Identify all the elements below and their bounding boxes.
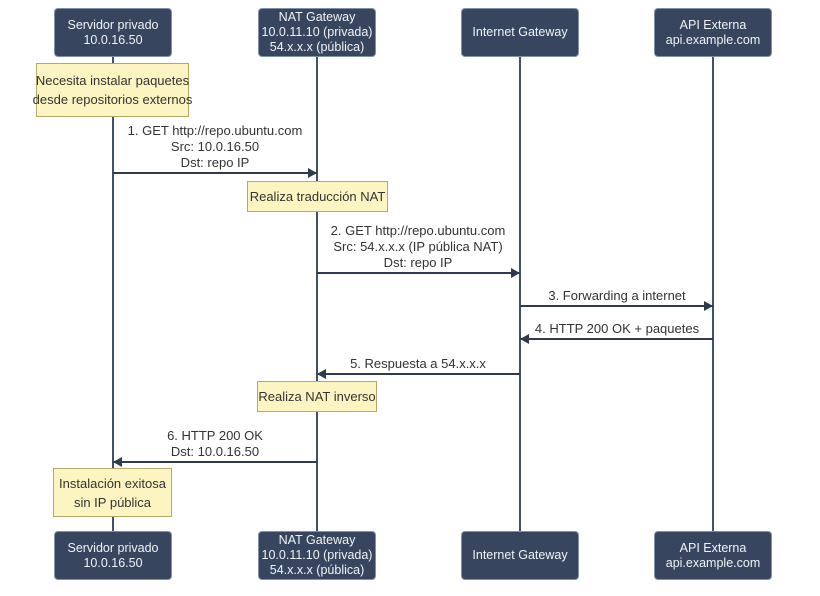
actor-label-line-2: 10.0.11.10 (privada)	[261, 25, 373, 39]
actor-label-line-1: Internet Gateway	[472, 548, 568, 562]
message-3-label: 3. Forwarding a internet	[548, 288, 685, 304]
actor-label-line-3: 54.x.x.x (pública)	[269, 40, 365, 54]
actor-top-internet-gateway: Internet Gateway	[461, 8, 579, 57]
message-6-arrow	[113, 457, 317, 467]
actor-label-line-2: api.example.com	[665, 555, 761, 570]
note-text-line-1: Instalación exitosa	[59, 475, 166, 491]
message-1-line-3: Dst: repo IP	[180, 155, 250, 170]
lifeline-servidor-privado	[112, 57, 114, 532]
message-6-line-2: Dst: 10.0.16.50	[170, 444, 260, 459]
note-text-line-2: desde repositorios externos	[32, 92, 193, 107]
actor-label-line-1: Servidor privado	[67, 17, 159, 32]
actor-label-line-1: API Externa	[679, 17, 747, 32]
note-instalacion-exitosa: Instalación exitosa sin IP pública	[53, 468, 172, 517]
note-text: Realiza traducción NAT	[249, 189, 386, 204]
actor-top-servidor-privado: Servidor privado 10.0.16.50	[54, 8, 172, 57]
actor-label-line-2: 10.0.16.50	[83, 32, 143, 47]
actor-label-line-1: NAT Gateway	[278, 10, 356, 24]
message-5-label: 5. Respuesta a 54.x.x.x	[350, 356, 486, 372]
message-4-line-1: 4. HTTP 200 OK + paquetes	[534, 321, 700, 336]
note-text-line-1: Necesita instalar paquetes	[35, 73, 190, 88]
note-realiza-traduccion-nat: Realiza traducción NAT	[247, 181, 388, 212]
message-2-arrow	[317, 268, 520, 278]
actor-label-line-2: api.example.com	[665, 32, 761, 47]
actor-label-line-3: 54.x.x.x (pública)	[269, 563, 365, 577]
message-1-label: 1. GET http://repo.ubuntu.com Src: 10.0.…	[128, 123, 303, 171]
actor-bottom-api-externa: API Externa api.example.com	[654, 531, 772, 580]
note-necesita-instalar-paquetes: Necesita instalar paquetes desde reposit…	[33, 63, 192, 117]
message-2-line-2: Src: 54.x.x.x (IP pública NAT)	[333, 239, 503, 254]
arrowhead-right-icon	[308, 168, 317, 178]
message-3-line-1: 3. Forwarding a internet	[548, 288, 686, 303]
actor-bottom-internet-gateway: Internet Gateway	[461, 531, 579, 580]
actor-label-line-2: 10.0.16.50	[83, 555, 143, 570]
actor-bottom-nat-gateway: NAT Gateway 10.0.11.10 (privada) 54.x.x.…	[258, 531, 376, 580]
message-2-line-1: 2. GET http://repo.ubuntu.com	[330, 223, 506, 238]
message-6-label: 6. HTTP 200 OK Dst: 10.0.16.50	[167, 428, 263, 460]
actor-label-line-2: 10.0.11.10 (privada)	[261, 548, 373, 562]
message-3-arrow	[520, 301, 713, 311]
actor-label-line-1: NAT Gateway	[278, 533, 356, 547]
arrowhead-left-icon	[113, 457, 122, 467]
lifeline-api-externa	[712, 57, 714, 532]
message-4-label: 4. HTTP 200 OK + paquetes	[535, 321, 699, 337]
lifeline-nat-gateway	[316, 57, 318, 532]
note-realiza-nat-inverso: Realiza NAT inverso	[257, 381, 377, 412]
actor-label-line-1: Internet Gateway	[472, 25, 568, 39]
message-1-line-1: 1. GET http://repo.ubuntu.com	[127, 123, 303, 138]
actor-label-line-1: Servidor privado	[67, 540, 159, 555]
message-2-label: 2. GET http://repo.ubuntu.com Src: 54.x.…	[331, 223, 506, 271]
actor-top-api-externa: API Externa api.example.com	[654, 8, 772, 57]
message-5-line-1: 5. Respuesta a 54.x.x.x	[350, 356, 486, 371]
message-2-line-3: Dst: repo IP	[383, 255, 453, 270]
message-4-arrow	[520, 334, 713, 344]
arrowhead-right-icon	[704, 301, 713, 311]
message-5-arrow	[317, 369, 520, 379]
arrowhead-right-icon	[511, 268, 520, 278]
note-text-line-2: sin IP pública	[73, 494, 152, 510]
arrowhead-left-icon	[317, 369, 326, 379]
note-text: Realiza NAT inverso	[258, 389, 376, 404]
lifeline-internet-gateway	[519, 57, 521, 532]
actor-top-nat-gateway: NAT Gateway 10.0.11.10 (privada) 54.x.x.…	[258, 8, 376, 57]
actor-bottom-servidor-privado: Servidor privado 10.0.16.50	[54, 531, 172, 580]
message-6-line-1: 6. HTTP 200 OK	[167, 428, 263, 443]
message-1-arrow	[113, 168, 317, 178]
actor-label-line-1: API Externa	[679, 540, 747, 555]
arrowhead-left-icon	[520, 334, 529, 344]
message-1-line-2: Src: 10.0.16.50	[170, 139, 260, 154]
